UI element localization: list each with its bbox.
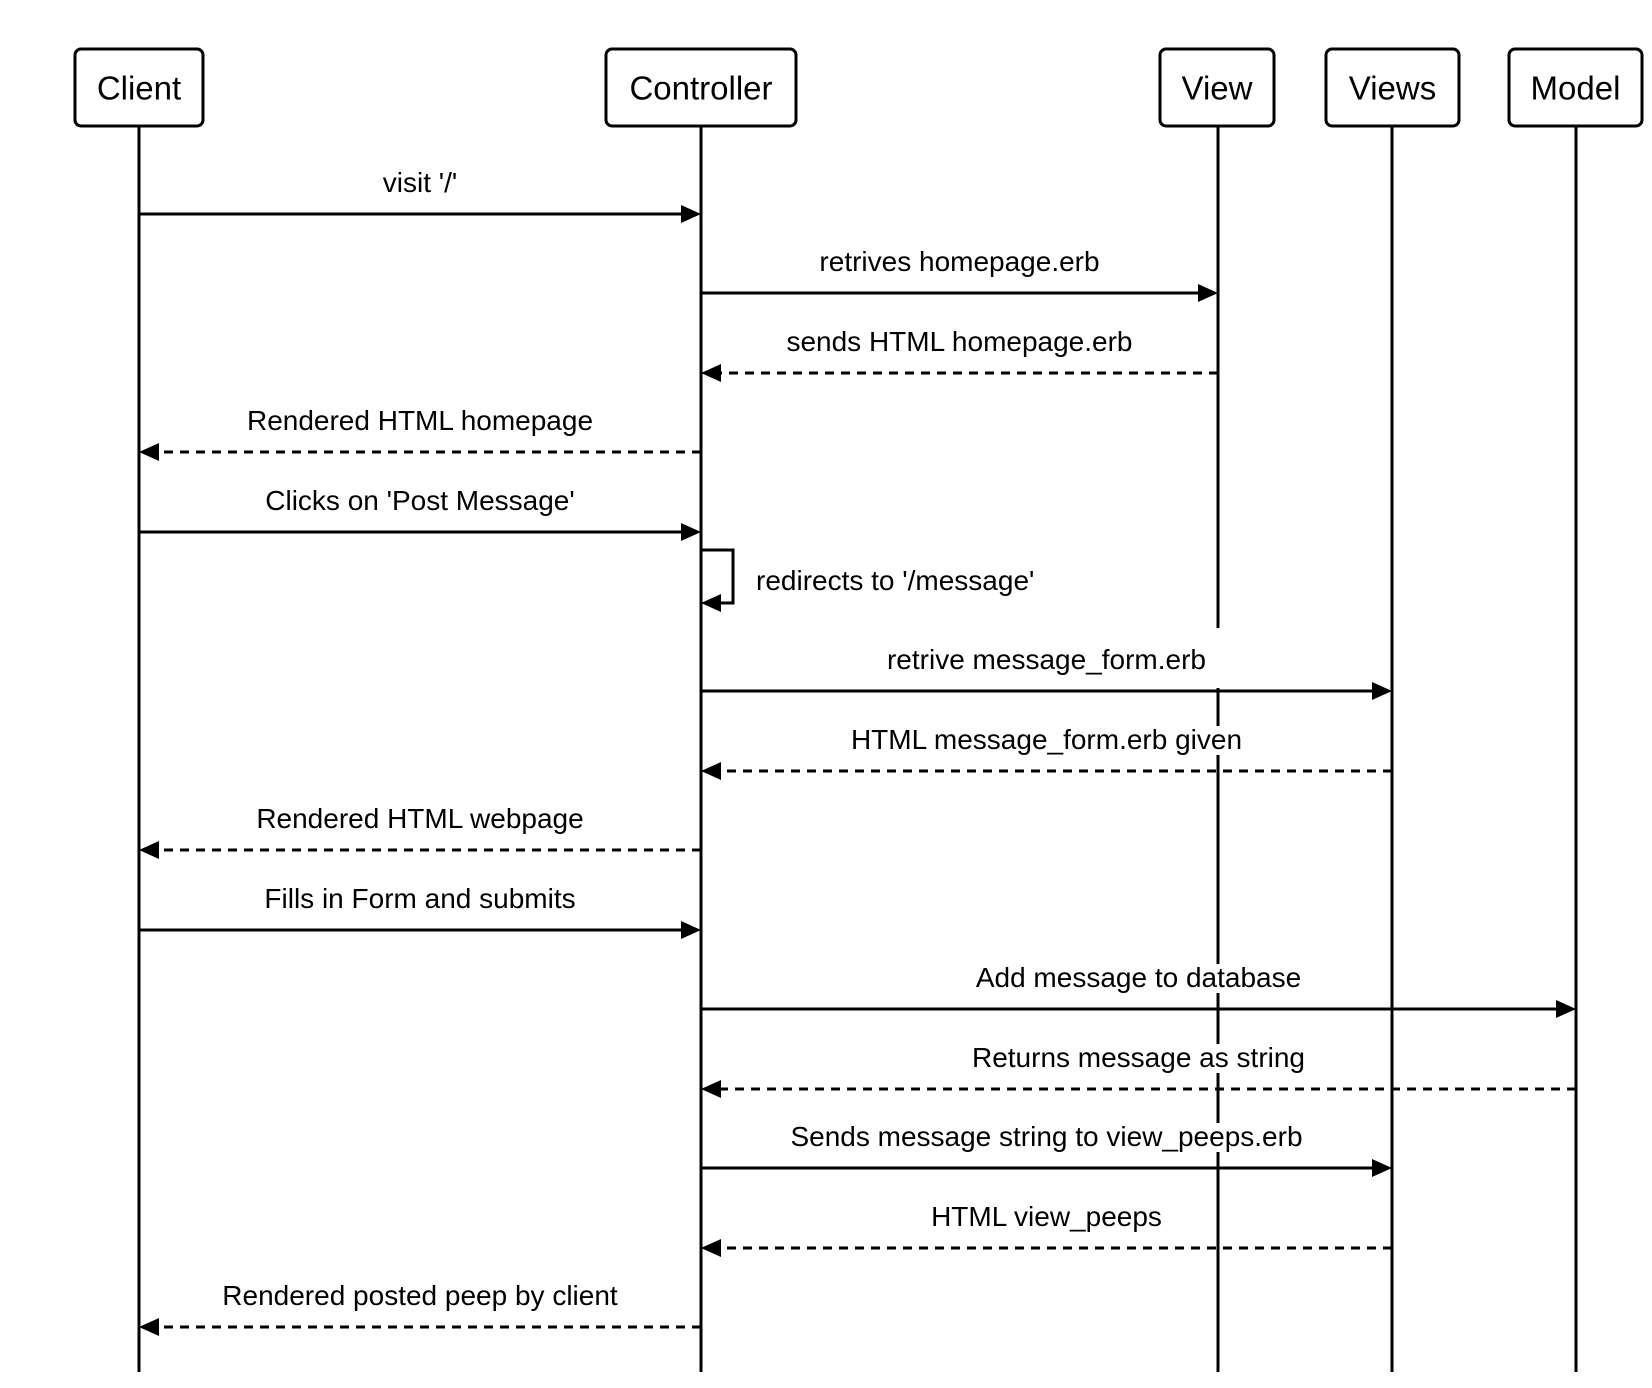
message-9: Rendered HTML webpage [139, 803, 701, 859]
message-label-background [262, 885, 578, 914]
message-label: Clicks on 'Post Message' [265, 485, 574, 516]
message-label: HTML message_form.erb given [851, 724, 1242, 755]
message-13: Sends message string to view_peeps.erb [701, 1121, 1392, 1177]
message-label-background [929, 1203, 1164, 1232]
message-label-background [884, 646, 1209, 675]
arrowhead [701, 762, 721, 780]
message-label-background [380, 169, 460, 198]
message-label: Rendered posted peep by client [222, 1280, 618, 1311]
participant-label: Model [1531, 70, 1621, 107]
message-label: visit '/' [383, 167, 457, 198]
message-label: retrive message_form.erb [887, 644, 1206, 675]
message-1: visit '/' [139, 167, 701, 223]
participant-box [604, 47, 798, 128]
message-5: Clicks on 'Post Message' [139, 485, 701, 541]
message-7: retrive message_form.erb [701, 644, 1392, 700]
message-label-background [254, 805, 586, 834]
message-label-background [848, 726, 1245, 755]
message-label-background [244, 407, 596, 436]
message-label: Sends message string to view_peeps.erb [790, 1121, 1302, 1152]
message-label-background [263, 487, 577, 516]
message-4: Rendered HTML homepage [139, 405, 701, 461]
message-label-background [969, 1044, 1308, 1073]
participant-label: Views [1349, 70, 1436, 107]
participants: Client Controller View Views Model [73, 47, 1644, 128]
arrowhead [681, 921, 701, 939]
arrowhead [701, 364, 721, 382]
participant-view: View [1158, 47, 1276, 128]
message-8: HTML message_form.erb given [701, 724, 1392, 780]
message-14: HTML view_peeps [701, 1201, 1392, 1257]
message-line [701, 548, 735, 605]
message-10: Fills in Form and submits [139, 883, 701, 939]
message-11: Add message to database [701, 962, 1576, 1018]
message-label-background [788, 1123, 1305, 1152]
message-label: sends HTML homepage.erb [786, 326, 1132, 357]
participant-box [73, 47, 205, 128]
message-label-background [220, 1282, 620, 1311]
message-label: redirects to '/message' [756, 565, 1034, 596]
message-label: Returns message as string [972, 1042, 1305, 1073]
message-15: Rendered posted peep by client [139, 1280, 701, 1336]
message-6: redirects to '/message' [701, 548, 1037, 612]
participant-views: Views [1324, 47, 1461, 128]
arrowhead [1372, 682, 1392, 700]
participant-label: View [1182, 70, 1253, 107]
message-label: Rendered HTML homepage [247, 405, 593, 436]
participant-model: Model [1507, 47, 1644, 128]
lifelines [137, 126, 1578, 1372]
arrowhead [1198, 284, 1218, 302]
message-label: Fills in Form and submits [264, 883, 575, 914]
message-label: Rendered HTML webpage [256, 803, 583, 834]
participant-box [1158, 47, 1276, 128]
participant-box [1324, 47, 1461, 128]
arrowhead [681, 523, 701, 541]
arrowhead [701, 594, 721, 612]
arrowhead [1556, 1000, 1576, 1018]
message-label: Add message to database [976, 962, 1301, 993]
message-2: retrives homepage.erb [701, 246, 1218, 302]
arrowhead [139, 841, 159, 859]
participant-label: Client [97, 70, 181, 107]
message-12: Returns message as string [701, 1042, 1576, 1098]
arrowhead [681, 205, 701, 223]
participant-box [1507, 47, 1644, 128]
arrowhead [139, 443, 159, 461]
message-label: retrives homepage.erb [819, 246, 1099, 277]
arrowhead [701, 1239, 721, 1257]
participant-label: Controller [629, 70, 772, 107]
message-label: HTML view_peeps [931, 1201, 1162, 1232]
message-label-background [973, 964, 1304, 993]
participant-client: Client [73, 47, 205, 128]
arrowhead [1372, 1159, 1392, 1177]
arrowhead [701, 1080, 721, 1098]
message-3: sends HTML homepage.erb [701, 326, 1218, 382]
message-label-background [754, 567, 1037, 596]
messages: visit '/' retrives homepage.erb sends HTML… [139, 167, 1576, 1336]
participant-controller: Controller [604, 47, 798, 128]
arrowhead [139, 1318, 159, 1336]
message-label-background [784, 328, 1135, 357]
message-label-background [817, 248, 1102, 277]
